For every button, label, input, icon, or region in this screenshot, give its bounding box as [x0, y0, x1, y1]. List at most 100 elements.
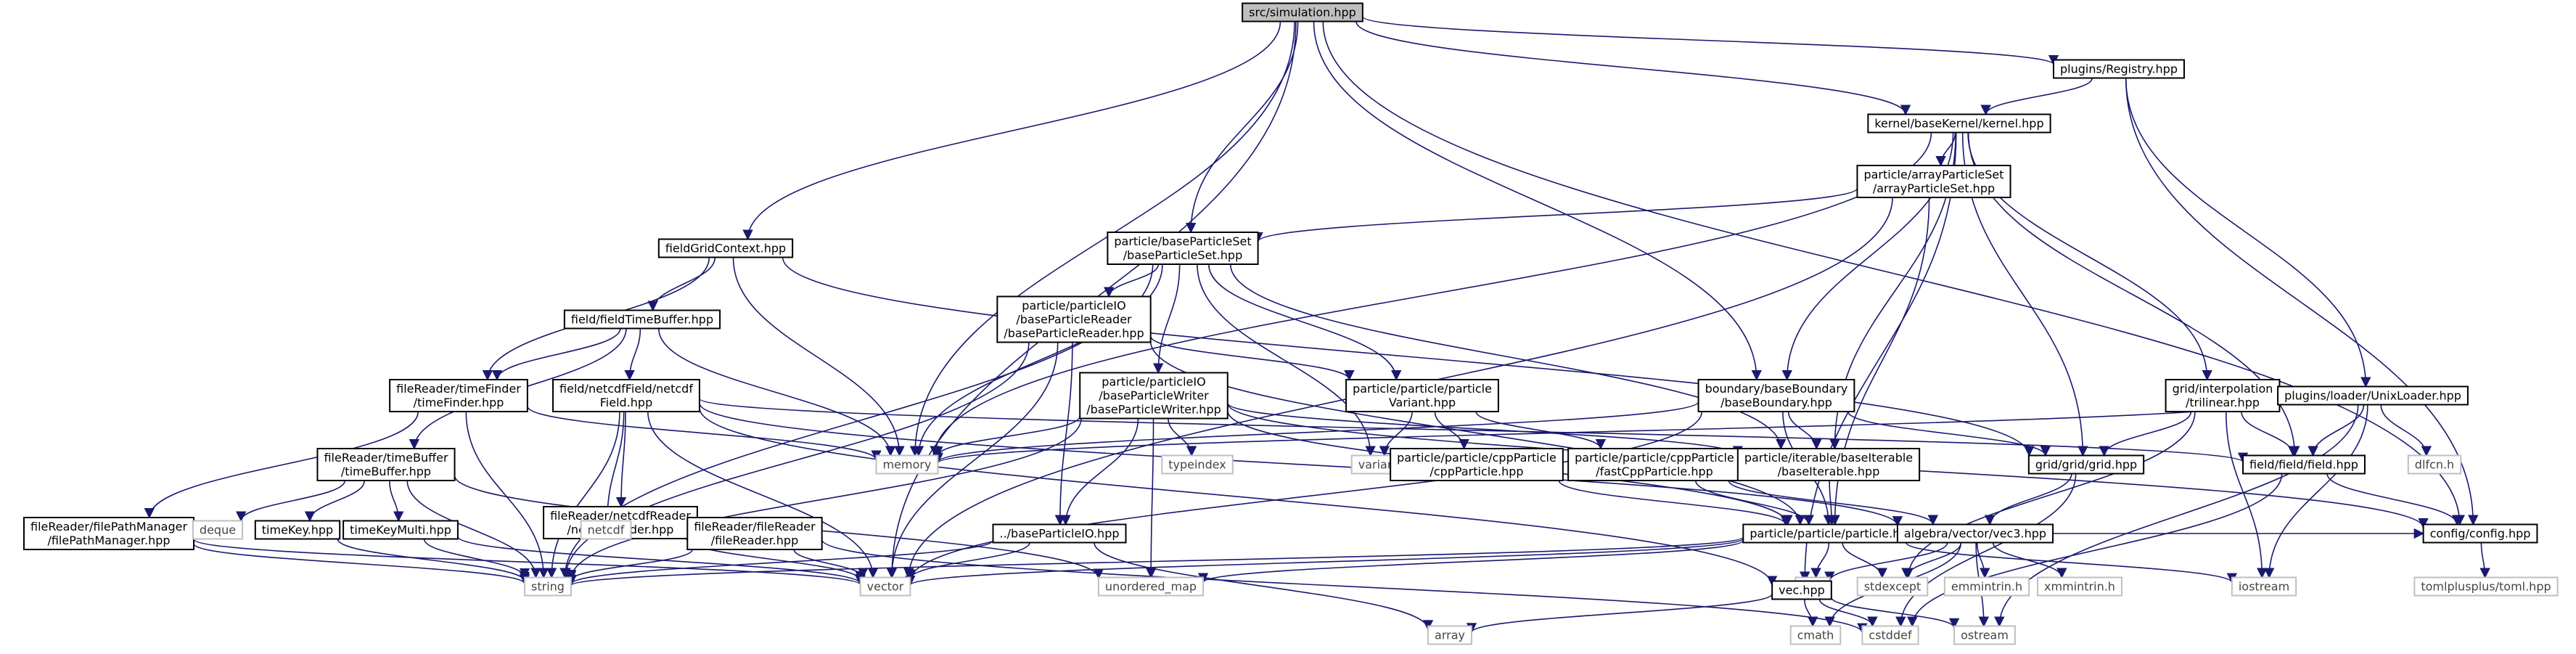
node-fieldgridcontext-hpp[interactable]: fieldGridContext.hpp: [657, 238, 794, 258]
node-label: grid/grid/grid.hpp: [2035, 458, 2137, 472]
edge-plugins-registry-hpp-to-plugins-loader-unixloader-hpp: [2125, 78, 2371, 388]
node-boundary-baseboundary-baseboundary-hpp[interactable]: boundary/baseBoundary/baseBoundary.hpp: [1697, 379, 1855, 412]
node-box: [996, 295, 1152, 343]
node-label: string: [531, 580, 565, 594]
node-xmmintrin-h[interactable]: xmmintrin.h: [2037, 576, 2122, 597]
node-stdexcept[interactable]: stdexcept: [1856, 576, 1929, 597]
edge-grid-grid-grid-hpp-to-cstddef: [1895, 473, 2077, 627]
node-label: tomlplusplus/toml.hpp: [2421, 580, 2551, 594]
node-label: /fastCppParticle.hpp: [1596, 465, 1713, 478]
node-memory[interactable]: memory: [875, 454, 939, 475]
edge-algebra-vector-vec3-hpp-to-stdexcept: [1901, 542, 1962, 579]
edge-particle-particleio-baseparticlewriter-baseparticlewriter-hpp-to-string: [565, 418, 1082, 581]
node-config-config-hpp[interactable]: config/config.hpp: [2422, 523, 2538, 544]
node-filereader-filereader-filereader-hpp[interactable]: fileReader/fileReader/fileReader.hpp: [686, 517, 823, 550]
node-vec-hpp[interactable]: vec.hpp: [1771, 580, 1832, 600]
node-box: [2027, 454, 2145, 475]
node-vector[interactable]: vector: [859, 576, 911, 597]
node-filereader-timebuffer-timebuffer-hpp[interactable]: fileReader/timeBuffer/timeBuffer.hpp: [316, 448, 456, 481]
node-particle-iterable-baseiterable-baseiterable-hpp[interactable]: particle/iterable/baseIterable/baseItera…: [1736, 448, 1921, 481]
node-src-simulation-hpp[interactable]: src/simulation.hpp: [1242, 2, 1363, 23]
node-iostream[interactable]: iostream: [2231, 576, 2297, 597]
node-filereader-timefinder-timefinder-hpp[interactable]: fileReader/timeFinder/timeFinder.hpp: [389, 379, 528, 412]
node-particle-arrayparticleset-arrayparticleset-hpp[interactable]: particle/arrayParticleSet/arrayParticleS…: [1856, 165, 2011, 198]
node-particle-baseparticleset-baseparticleset-hpp[interactable]: particle/baseParticleSet/baseParticleSet…: [1107, 232, 1259, 265]
edge-field-fieldtimebuffer-hpp-to-field-netcdffield-netcdffield-hpp: [624, 328, 641, 381]
edge-field-netcdffield-netcdffield-hpp-to-algebra-vector-vec3-hpp: [699, 403, 1903, 527]
node-label: particle/iterable/baseIterable: [1744, 451, 1913, 465]
node-timekey-hpp[interactable]: timeKey.hpp: [254, 520, 341, 540]
node-unordered-map[interactable]: unordered_map: [1097, 576, 1205, 597]
node-label: variant: [1358, 458, 1400, 472]
node-label: /baseParticleWriter.hpp: [1086, 403, 1221, 417]
edge-plugins-registry-hpp-to-kernel-basekernel-kernel-hpp: [1980, 78, 2093, 115]
node-tomlplusplus-toml-hpp[interactable]: tomlplusplus/toml.hpp: [2413, 576, 2559, 597]
node-label: unordered_map: [1105, 580, 1197, 594]
node-label: algebra/vector/vec3.hpp: [1904, 527, 2046, 541]
node-netcdf[interactable]: netcdf: [580, 520, 632, 540]
node-plugins-loader-unixloader-hpp[interactable]: plugins/loader/UnixLoader.hpp: [2277, 385, 2469, 406]
edge-field-netcdffield-netcdffield-hpp-to-netcdf: [602, 411, 625, 522]
node-label: /trilinear.hpp: [2186, 396, 2260, 409]
node-label: plugins/Registry.hpp: [2060, 62, 2178, 76]
node-label: field/field/field.hpp: [2249, 458, 2358, 472]
node-box: [992, 523, 1127, 544]
edge-vec-hpp-to-cmath: [1804, 599, 1818, 627]
edge-particle-particle-particlevariant-hpp-to-variant: [1379, 411, 1413, 457]
node-label: /cppParticle.hpp: [1429, 465, 1523, 478]
node-label: particle/particle/particle.hpp: [1750, 527, 1914, 541]
edge-particle-particle-particle-hpp-to-unordered-map: [1198, 539, 1744, 584]
node-timekeymulti-hpp[interactable]: timeKeyMulti.hpp: [342, 520, 459, 540]
node-grid-grid-grid-hpp[interactable]: grid/grid/grid.hpp: [2027, 454, 2145, 475]
node-algebra-vector-vec3-hpp[interactable]: algebra/vector/vec3.hpp: [1896, 523, 2054, 544]
node-particle-particle-particle-hpp[interactable]: particle/particle/particle.hpp: [1742, 523, 1922, 544]
node-label: /baseBoundary.hpp: [1720, 396, 1832, 409]
edge-grid-interpolation-trilinear-hpp-to-iostream: [2225, 411, 2268, 579]
edge-field-netcdffield-netcdffield-hpp-to-string: [546, 411, 620, 579]
edge-filereader-filepathmanager-filepathmanager-hpp-to-string: [193, 543, 530, 585]
node-typeindex[interactable]: typeindex: [1161, 454, 1234, 475]
node-label: boundary/baseBoundary: [1705, 382, 1848, 396]
node-array[interactable]: array: [1427, 625, 1472, 645]
node-field-field-field-hpp[interactable]: field/field/field.hpp: [2242, 454, 2366, 475]
edge-filereader-timefinder-timefinder-hpp-to-filereader-filepathmanager-filepathmanager-hpp: [144, 411, 419, 519]
edge-field-netcdffield-netcdffield-hpp-to-field-field-field-hpp: [699, 398, 2248, 463]
node-ostream[interactable]: ostream: [1953, 625, 2016, 645]
node-box: [316, 448, 456, 481]
node-deque[interactable]: deque: [192, 520, 244, 540]
edge-src-simulation-hpp-to-memory: [909, 21, 1295, 457]
node-string[interactable]: string: [524, 576, 572, 597]
node-kernel-basekernel-kernel-hpp[interactable]: kernel/baseKernel/kernel.hpp: [1867, 113, 2051, 134]
node-particle-particle-cppparticle-fastcppparticle-hpp[interactable]: particle/particle/cppParticle/fastCppPar…: [1567, 448, 1742, 481]
node-box: [1097, 576, 1205, 597]
node-field-fieldtimebuffer-hpp[interactable]: field/fieldTimeBuffer.hpp: [563, 309, 721, 330]
node-plugins-registry-hpp[interactable]: plugins/Registry.hpp: [2053, 59, 2185, 79]
node-baseparticleio-hpp[interactable]: ../baseParticleIO.hpp: [992, 523, 1127, 544]
node-label: fileReader/fileReader: [694, 520, 816, 534]
node-label: Field.hpp: [600, 396, 652, 409]
node-dlfcn-h[interactable]: dlfcn.h: [2407, 454, 2462, 475]
node-filereader-filepathmanager-filepathmanager-hpp[interactable]: fileReader/filePathManager/filePathManag…: [22, 517, 195, 550]
node-particle-particle-cppparticle-cppparticle-hpp[interactable]: particle/particle/cppParticle/cppParticl…: [1390, 448, 1564, 481]
edge-config-config-hpp-to-tomlplusplus-toml-hpp: [2479, 542, 2490, 579]
edge-src-simulation-hpp-to-boundary-baseboundary-baseboundary-hpp: [1313, 21, 1762, 381]
node-cstddef[interactable]: cstddef: [1861, 625, 1919, 645]
edge-timekeymulti-hpp-to-vector: [457, 536, 866, 585]
node-cmath[interactable]: cmath: [1789, 625, 1842, 645]
edge-particle-particle-cppparticle-cppparticle-hpp-to-particle-particle-particle-hpp: [1558, 480, 1791, 526]
node-box: [1242, 2, 1363, 23]
node-label: ../baseParticleIO.hpp: [999, 527, 1119, 541]
node-emmintrin-h[interactable]: emmintrin.h: [1943, 576, 2030, 597]
node-field-netcdffield-netcdffield-hpp[interactable]: field/netcdfField/netcdfField.hpp: [552, 379, 700, 412]
node-label: fileReader/filePathManager: [30, 520, 187, 534]
node-particle-particleio-baseparticlereader-baseparticlereader-hpp[interactable]: particle/particleIO/baseParticleReader/b…: [996, 295, 1152, 343]
node-grid-interpolation-trilinear-hpp[interactable]: grid/interpolation/trilinear.hpp: [2165, 379, 2281, 412]
node-box: [192, 520, 244, 540]
node-label: particle/particleIO: [1102, 375, 1205, 389]
node-label: fileReader/netcdfReader: [550, 509, 691, 523]
node-label: /baseParticleReader: [1016, 313, 1132, 327]
edge-particle-particle-particle-hpp-to-string: [566, 536, 1744, 587]
node-particle-particleio-baseparticlewriter-baseparticlewriter-hpp[interactable]: particle/particleIO/baseParticleWriter/b…: [1079, 372, 1228, 420]
